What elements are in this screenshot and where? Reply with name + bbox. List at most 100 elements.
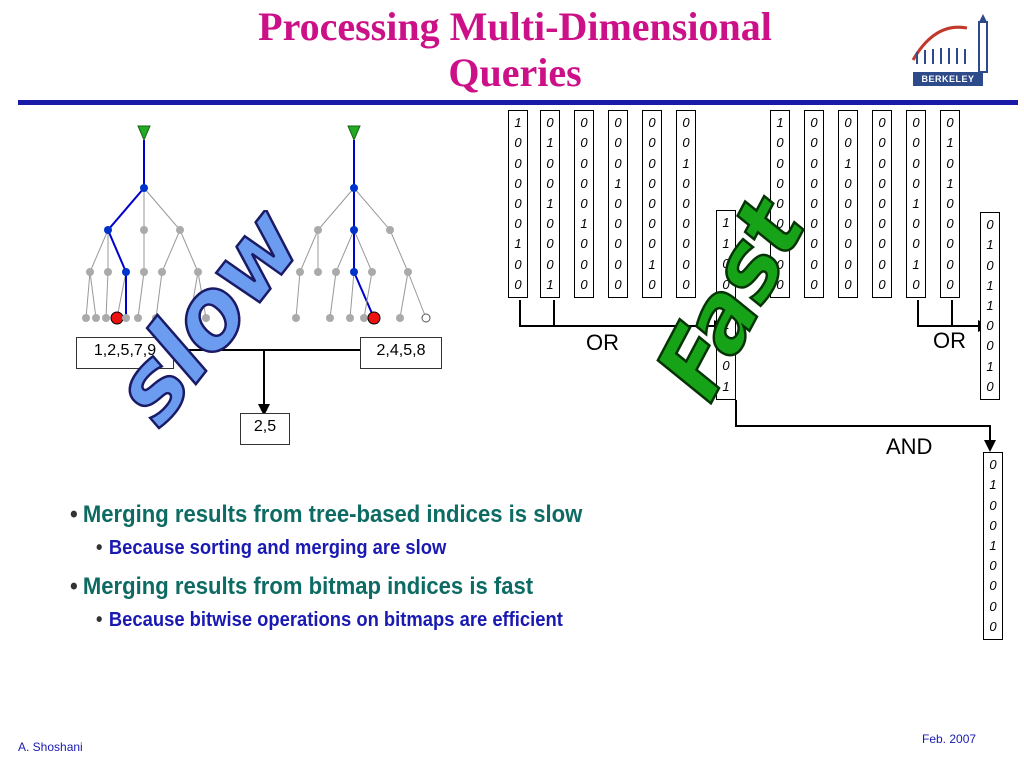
bit-cell: 1	[514, 115, 522, 131]
bit-cell: 0	[514, 155, 522, 171]
title-line-1: Processing Multi-Dimensional	[258, 4, 772, 49]
bit-cell: 0	[580, 236, 588, 252]
bit-cell: 0	[844, 256, 852, 272]
bit-cell: 0	[648, 115, 656, 131]
bit-cell: 0	[989, 558, 997, 574]
bit-cell: 0	[776, 276, 784, 292]
or-label-2: OR	[933, 328, 966, 353]
bullet-2-sub: Because bitwise operations on bitmaps ar…	[96, 608, 716, 632]
bit-cell: 1	[912, 195, 920, 211]
bit-cell: 0	[878, 115, 886, 131]
bit-cell: 0	[878, 175, 886, 191]
bit-cell: 0	[614, 256, 622, 272]
bit-cell: 0	[912, 175, 920, 191]
bit-cell: 0	[614, 236, 622, 252]
bit-cell: 1	[722, 378, 730, 394]
bit-cell: 1	[682, 155, 690, 171]
or-label-1: OR	[586, 330, 619, 355]
bit-cell: 0	[648, 236, 656, 252]
bit-cell: 0	[776, 195, 784, 211]
bit-cell: 0	[580, 276, 588, 292]
bit-cell: 0	[648, 195, 656, 211]
bit-cell: 0	[986, 338, 994, 354]
bit-cell: 0	[878, 195, 886, 211]
bit-cell: 1	[986, 297, 994, 313]
bit-cell: 0	[580, 115, 588, 131]
bit-cell: 0	[878, 135, 886, 151]
bit-cell: 1	[722, 235, 730, 251]
bit-cell: 0	[546, 256, 554, 272]
bit-cell: 0	[844, 175, 852, 191]
bit-cell: 0	[514, 195, 522, 211]
bit-cell: 0	[580, 135, 588, 151]
bit-cell: 0	[580, 195, 588, 211]
bit-cell: 0	[946, 256, 954, 272]
fast-label: Fast	[650, 180, 828, 416]
bit-cell: 0	[878, 236, 886, 252]
bit-cell: 1	[986, 358, 994, 374]
bit-cell: 1	[546, 135, 554, 151]
bit-cell: 0	[810, 135, 818, 151]
right-tree-result: 2,4,5,8	[360, 337, 442, 369]
and-label: AND	[886, 434, 933, 459]
logo-text: BERKELEY LAB	[913, 72, 983, 98]
bit-cell: 0	[546, 236, 554, 252]
merged-result: 2,5	[240, 413, 290, 445]
bit-cell: 0	[682, 236, 690, 252]
bit-cell: 0	[844, 236, 852, 252]
bit-cell: 0	[722, 256, 730, 272]
bit-cell: 0	[546, 115, 554, 131]
bit-cell: 0	[682, 115, 690, 131]
bit-cell: 0	[989, 497, 997, 513]
bit-cell: 0	[878, 155, 886, 171]
bit-cell: 0	[682, 256, 690, 272]
bit-cell: 0	[946, 195, 954, 211]
bit-cell: 0	[946, 236, 954, 252]
bit-cell: 0	[514, 216, 522, 232]
merge-connectors	[172, 349, 360, 410]
bit-cell: 1	[546, 276, 554, 292]
bit-cell: 0	[986, 318, 994, 334]
bit-cell: 0	[912, 115, 920, 131]
bit-cell: 0	[986, 217, 994, 233]
query-arrow-icon-left	[137, 125, 151, 142]
bit-cell: 1	[986, 237, 994, 253]
bullet-1: Merging results from tree-based indices …	[70, 500, 714, 530]
bit-cell: 0	[546, 155, 554, 171]
bit-cell: 0	[989, 598, 997, 614]
bit-cell: 1	[514, 236, 522, 252]
bit-cell: 0	[776, 135, 784, 151]
bit-cell: 0	[776, 155, 784, 171]
bit-cell: 0	[776, 175, 784, 191]
berkeley-lab-logo	[911, 14, 988, 73]
bit-cell: 1	[844, 155, 852, 171]
bullet-2: Merging results from bitmap indices is f…	[70, 572, 714, 602]
bit-cell: 0	[989, 618, 997, 634]
bit-cell: 0	[614, 276, 622, 292]
bit-cell: 0	[946, 115, 954, 131]
bit-cell: 1	[946, 175, 954, 191]
bit-cell: 0	[946, 155, 954, 171]
bit-cell: 0	[648, 135, 656, 151]
left-tree-result: 1,2,5,7,9	[76, 337, 174, 369]
bit-cell: 0	[614, 155, 622, 171]
slide-title: Processing Multi-Dimensional Queries	[170, 4, 860, 96]
bit-cell: 0	[580, 175, 588, 191]
bit-cell: 0	[810, 155, 818, 171]
bit-cell: 1	[986, 277, 994, 293]
bit-cell: 0	[614, 195, 622, 211]
bit-cell: 0	[682, 135, 690, 151]
bit-cell: 0	[648, 276, 656, 292]
bit-cell: 0	[810, 175, 818, 191]
bullet-list: Merging results from tree-based indices …	[70, 500, 770, 644]
